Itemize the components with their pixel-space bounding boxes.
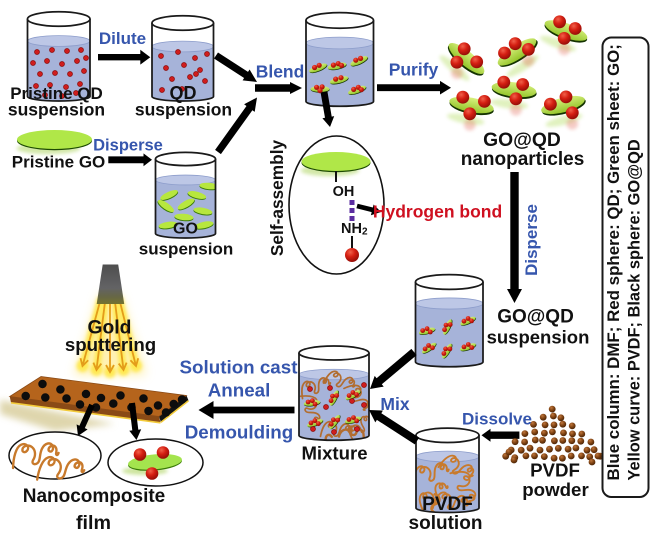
- svg-text:film: film: [76, 512, 111, 534]
- svg-text:Self-assembly: Self-assembly: [267, 140, 287, 257]
- svg-text:NH2: NH2: [341, 221, 368, 238]
- svg-text:Blend: Blend: [256, 62, 305, 82]
- svg-text:Yellow curve: PVDF; Black sphe: Yellow curve: PVDF; Black sphere: GO@QD: [626, 139, 644, 480]
- svg-text:Hydrogen bond: Hydrogen bond: [373, 202, 502, 222]
- svg-text:Purify: Purify: [389, 60, 439, 80]
- svg-text:GO: GO: [173, 221, 198, 238]
- svg-text:Mixture: Mixture: [301, 443, 367, 464]
- svg-text:nanoparticles: nanoparticles: [461, 149, 585, 170]
- svg-text:Nanocomposite: Nanocomposite: [23, 486, 166, 507]
- svg-text:Pristine QD: Pristine QD: [10, 84, 103, 103]
- svg-text:Disperse: Disperse: [93, 137, 163, 155]
- svg-text:Gold: Gold: [88, 318, 132, 339]
- svg-text:Mix: Mix: [380, 394, 409, 414]
- svg-text:Disperse: Disperse: [522, 204, 541, 276]
- svg-text:suspension: suspension: [487, 327, 590, 348]
- svg-text:PVDF: PVDF: [422, 494, 473, 515]
- svg-text:Dissolve: Dissolve: [462, 410, 532, 429]
- svg-text:Pristine GO: Pristine GO: [12, 153, 106, 172]
- svg-text:Solution cast: Solution cast: [180, 357, 299, 378]
- svg-text:suspension: suspension: [139, 240, 233, 259]
- svg-text:OH: OH: [333, 184, 355, 200]
- svg-text:Anneal: Anneal: [208, 379, 271, 400]
- svg-text:suspension: suspension: [135, 100, 232, 120]
- svg-text:PVDF: PVDF: [530, 460, 580, 481]
- svg-text:GO@QD: GO@QD: [483, 130, 561, 151]
- svg-text:Blue column: DMF; Red sphere:: Blue column: DMF; Red sphere: QD; Green …: [604, 44, 623, 480]
- svg-text:QD: QD: [170, 83, 197, 103]
- svg-text:solution: solution: [409, 513, 483, 534]
- svg-text:sputtering: sputtering: [65, 334, 156, 355]
- svg-text:Demoulding: Demoulding: [185, 422, 294, 443]
- svg-text:GO@QD: GO@QD: [497, 307, 574, 328]
- svg-text:Dilute: Dilute: [99, 29, 146, 48]
- svg-text:powder: powder: [522, 479, 588, 500]
- svg-text:suspension: suspension: [8, 100, 105, 120]
